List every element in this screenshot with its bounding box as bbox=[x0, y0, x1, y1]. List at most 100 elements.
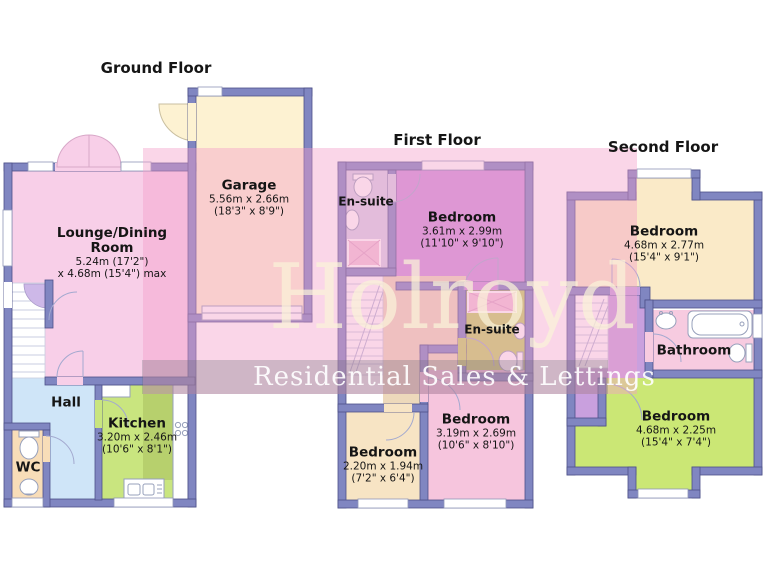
stairs-ground-icon bbox=[11, 282, 49, 379]
room-name: Bedroom bbox=[348, 444, 418, 461]
room-name: Lounge/Dining bbox=[56, 225, 168, 241]
wall bbox=[345, 267, 397, 277]
room-garage bbox=[196, 96, 304, 322]
window bbox=[120, 161, 152, 172]
bedroom-green-label: Bedroom 4.68m x 2.25m (15'4" x 7'4") bbox=[635, 408, 717, 449]
door-gap bbox=[43, 436, 50, 462]
door-arc bbox=[427, 377, 461, 411]
first-floor-title: First Floor bbox=[393, 131, 481, 149]
toilet-icon bbox=[498, 350, 524, 372]
room-name: Bedroom bbox=[641, 408, 711, 425]
room-name: Room bbox=[90, 240, 134, 256]
window bbox=[2, 209, 13, 267]
garage-side-opening bbox=[197, 86, 223, 97]
bathtub-icon bbox=[687, 310, 753, 339]
toilet-icon bbox=[352, 173, 374, 198]
french-door-arc bbox=[56, 134, 90, 168]
room-bedroom-green-ext bbox=[575, 425, 606, 467]
second-floor-title: Second Floor bbox=[607, 138, 719, 156]
first-floor-plan bbox=[337, 160, 534, 509]
kitchen-shade bbox=[143, 394, 173, 480]
bedroom-small-label: Bedroom 2.20m x 1.94m (7'2" x 6'4") bbox=[342, 444, 424, 485]
room-bedroom-pink bbox=[428, 370, 525, 500]
window bbox=[11, 497, 44, 508]
shower-icon bbox=[347, 239, 381, 267]
room-name: Bedroom bbox=[441, 411, 511, 428]
sink-icon bbox=[655, 311, 677, 330]
wall bbox=[652, 369, 763, 379]
door-arc bbox=[611, 258, 641, 288]
room-bedroom-top-bay bbox=[636, 178, 692, 202]
bathroom-label: Bathroom bbox=[656, 342, 732, 359]
kitchen-label: Kitchen 3.20m x 2.46m (10'6" x 8'1") bbox=[96, 415, 178, 456]
wall bbox=[644, 299, 763, 309]
door-arc bbox=[465, 337, 495, 367]
room-dim: 5.56m x 2.66m bbox=[208, 193, 290, 206]
kitchen-sink-icon bbox=[123, 478, 165, 500]
room-name: Kitchen bbox=[108, 415, 166, 432]
shower-icon bbox=[467, 291, 517, 313]
ground-floor-plan bbox=[2, 86, 313, 508]
door-arc bbox=[48, 291, 78, 321]
lounge-label: Lounge/Dining Room 5.24m (17'2") x 4.68m… bbox=[56, 225, 168, 281]
hall-label: Hall bbox=[51, 394, 81, 411]
wall bbox=[566, 466, 637, 476]
door-arc bbox=[385, 411, 415, 441]
window bbox=[357, 498, 409, 509]
sink-icon bbox=[19, 478, 39, 496]
bedroom-master-label: Bedroom 3.61m x 2.99m (11'10" x 9'10") bbox=[420, 210, 504, 250]
second-floor-plan bbox=[566, 168, 763, 499]
garage-label: Garage 5.56m x 2.66m (18'3" x 8'9") bbox=[208, 178, 290, 218]
wall bbox=[337, 499, 534, 509]
room-bedroom-small bbox=[346, 412, 420, 500]
room-dim: 4.68m x 2.25m bbox=[635, 424, 717, 437]
door-gap bbox=[384, 404, 412, 412]
wall bbox=[566, 417, 607, 427]
ensuite2-label: En-suite bbox=[464, 322, 520, 337]
room-dim: (15'4" x 7'4") bbox=[641, 436, 711, 449]
door-arc bbox=[56, 350, 84, 378]
bedroom-top-label: Bedroom 4.68m x 2.77m (15'4" x 9'1") bbox=[623, 223, 705, 264]
door-gap bbox=[458, 338, 466, 366]
wall bbox=[42, 429, 51, 508]
room-name: Bedroom bbox=[629, 223, 699, 240]
watermark-grey-band bbox=[142, 360, 608, 394]
wall bbox=[94, 384, 103, 501]
room-dim: 3.19m x 2.69m bbox=[435, 427, 517, 440]
wc-label: WC bbox=[15, 459, 41, 476]
door-arc bbox=[101, 399, 129, 427]
french-door-arc bbox=[88, 134, 122, 168]
wall bbox=[691, 191, 763, 201]
door-arc bbox=[463, 257, 499, 291]
room-bedroom-master bbox=[396, 170, 525, 282]
door-gap bbox=[388, 174, 396, 202]
door-gap bbox=[188, 103, 196, 141]
room-dim: 3.20m x 2.46m bbox=[96, 431, 178, 444]
room-dim: 3.61m x 2.99m bbox=[421, 225, 503, 238]
room-dim: (15'4" x 9'1") bbox=[629, 251, 699, 264]
stairs-first-icon bbox=[345, 275, 384, 376]
room-dim: (10'6" x 8'10") bbox=[437, 439, 515, 452]
watermark-pink-band bbox=[143, 148, 637, 394]
door-gap bbox=[645, 332, 653, 362]
toilet-icon bbox=[18, 430, 40, 460]
room-dim: (18'3" x 8'9") bbox=[214, 205, 284, 218]
stairs-second-icon bbox=[574, 294, 609, 369]
toilet-icon bbox=[728, 343, 753, 363]
room-dim: x 4.68m (15'4") max bbox=[57, 268, 167, 280]
ground-floor-title: Ground Floor bbox=[100, 59, 212, 77]
room-dim: 4.68m x 2.77m bbox=[623, 239, 705, 252]
room-bedroom-green-bay bbox=[636, 467, 692, 491]
window bbox=[113, 497, 174, 508]
room-dim: (11'10" x 9'10") bbox=[420, 237, 504, 250]
room-dim: 2.20m x 1.94m bbox=[342, 460, 424, 473]
wall bbox=[691, 466, 763, 476]
room-dim: 5.24m (17'2") bbox=[75, 256, 149, 268]
window bbox=[637, 488, 689, 499]
door-gap bbox=[464, 282, 498, 290]
stove-icon bbox=[174, 421, 189, 437]
window bbox=[636, 168, 692, 179]
door-gap bbox=[610, 287, 640, 295]
